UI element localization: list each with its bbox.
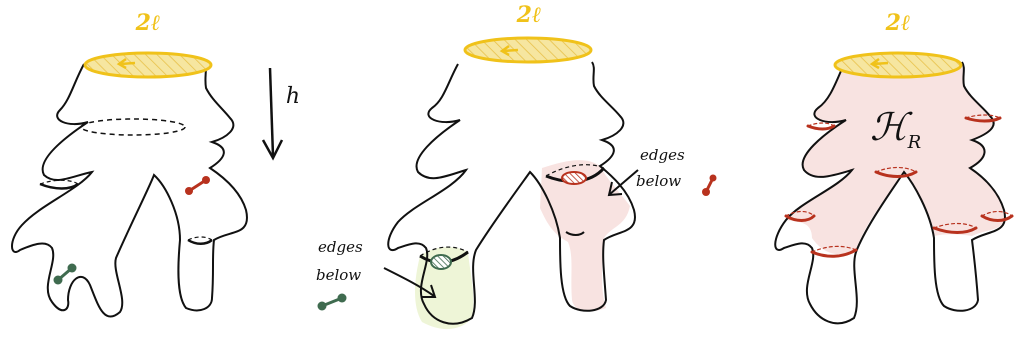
red-edge-icon — [185, 176, 210, 195]
green-note-line1: edges — [318, 238, 363, 256]
height-label: h — [286, 84, 300, 109]
green-note-line2: below — [316, 266, 361, 284]
tree-outline — [12, 62, 247, 317]
top-label: 2ℓ — [516, 2, 542, 28]
red-hatched-disk — [562, 172, 586, 184]
green-edge-icon — [318, 294, 347, 311]
red-subtree-fill — [540, 160, 630, 311]
red-note-line2: below — [636, 172, 681, 190]
cut-line — [40, 184, 78, 189]
panel-2: 2ℓ edges below edges below — [316, 2, 717, 329]
red-cut — [808, 123, 834, 126]
root-disk — [85, 53, 211, 77]
red-edge-icon — [702, 175, 717, 197]
height-arrow — [263, 68, 282, 158]
root-disk — [835, 53, 961, 77]
root-disk — [465, 38, 591, 62]
cut-ellipse — [81, 119, 185, 135]
cut-line — [188, 240, 212, 244]
region-label-main: ℋ — [870, 105, 913, 149]
red-note-line1: edges — [640, 146, 685, 164]
green-hatched-disk — [431, 255, 451, 269]
panel-3: 2ℓ ℋR — [775, 10, 1012, 323]
red-cut — [808, 126, 834, 129]
cut-line — [188, 237, 212, 240]
top-label: 2ℓ — [885, 10, 911, 36]
panel-1: 2ℓ h — [12, 10, 300, 317]
region-label-subscript: R — [907, 132, 922, 153]
top-label: 2ℓ — [135, 10, 161, 36]
